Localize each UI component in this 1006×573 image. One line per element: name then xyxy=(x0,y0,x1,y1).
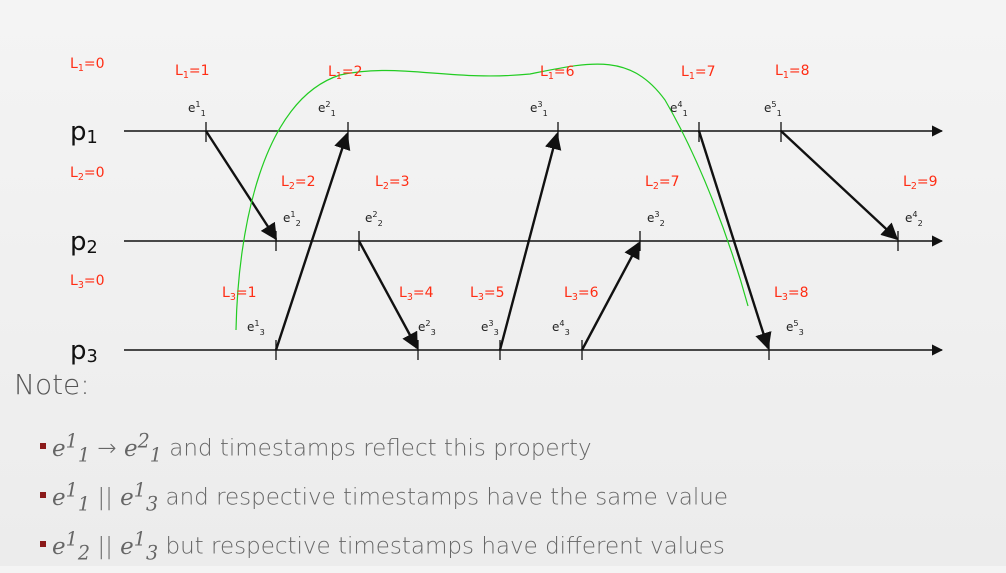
message-e4-3-to-e3-2 xyxy=(580,241,641,351)
clock-label: L1=0 xyxy=(70,56,105,74)
relation-operator: → xyxy=(90,435,124,462)
event-labels: e11 e21 e31 e41 e51 e12 e22 e32 e42 e13 … xyxy=(188,99,923,337)
clock-label: L3=0 xyxy=(70,273,105,291)
note-title: Note: xyxy=(14,368,90,401)
event-label: e23 xyxy=(418,318,436,337)
event-label: e11 xyxy=(188,99,206,118)
clock-label: L1=2 xyxy=(328,64,363,82)
note-bullet: e11 → e21 and timestamps reflect this pr… xyxy=(40,426,728,475)
event-label: e41 xyxy=(670,99,688,118)
bullet-square-icon xyxy=(40,492,46,499)
clock-label: L3=6 xyxy=(564,285,599,303)
bullet-square-icon xyxy=(40,541,46,548)
clock-label: L2=9 xyxy=(903,174,938,192)
message-e5-1-to-e4-2 xyxy=(780,130,899,241)
clock-label: L1=1 xyxy=(175,63,210,81)
note-text: but respective timestamps have different… xyxy=(158,533,725,560)
event-label: e12 xyxy=(283,209,301,228)
message-e2-2-to-e2-3 xyxy=(357,240,419,350)
process-label-p3: p3 xyxy=(70,336,98,367)
event-label: e33 xyxy=(481,318,499,337)
event-label: e43 xyxy=(552,318,570,337)
messages xyxy=(204,130,899,351)
message-e3-3-to-e3-1 xyxy=(498,132,562,351)
clock-label: L3=1 xyxy=(222,285,257,303)
clock-label: L2=2 xyxy=(281,174,316,192)
note-text: and timestamps reflect this property xyxy=(161,435,592,462)
event-ref: e12 xyxy=(52,527,91,565)
event-ref: e13 xyxy=(120,527,159,565)
event-label: e22 xyxy=(365,209,383,228)
event-label: e13 xyxy=(247,318,265,337)
message-e1-3-to-e2-1 xyxy=(274,132,351,351)
clock-label: L1=8 xyxy=(775,63,810,81)
process-labels: p1 p2 p3 xyxy=(70,117,98,367)
clock-labels: L1=0 L1=1 L1=2 L1=6 L1=7 L1=8 L2=0 L2=2 … xyxy=(70,56,938,303)
clock-label: L1=6 xyxy=(540,64,575,82)
frontier-curve xyxy=(235,63,749,331)
clock-label: L2=0 xyxy=(70,165,105,183)
message-e4-1-to-e5-3 xyxy=(697,130,772,350)
note-bullet: e11 || e13 and respective timestamps hav… xyxy=(40,475,728,524)
event-ref: e11 xyxy=(52,429,91,467)
process-label-p2: p2 xyxy=(70,227,98,258)
clock-label: L2=7 xyxy=(645,174,680,192)
process-label-p1: p1 xyxy=(70,117,98,148)
event-ref: e13 xyxy=(120,478,159,516)
relation-operator: || xyxy=(90,484,121,511)
clock-label: L3=4 xyxy=(399,285,434,303)
event-label: e53 xyxy=(786,318,804,337)
event-label: e32 xyxy=(647,209,665,228)
bullet-square-icon xyxy=(40,443,46,450)
note-bullets: e11 → e21 and timestamps reflect this pr… xyxy=(40,426,728,573)
event-label: e42 xyxy=(905,209,923,228)
note-text: and respective timestamps have the same … xyxy=(158,484,728,511)
relation-operator: || xyxy=(90,533,121,560)
event-ref: e11 xyxy=(52,478,91,516)
event-label: e51 xyxy=(764,99,782,118)
clock-label: L3=8 xyxy=(774,285,809,303)
event-label: e31 xyxy=(530,99,548,118)
event-ref: e21 xyxy=(123,429,162,467)
clock-label: L2=3 xyxy=(375,174,410,192)
event-label: e21 xyxy=(318,99,336,118)
message-e1-1-to-e1-2 xyxy=(204,130,278,241)
note-bullet: e12 || e13 but respective timestamps hav… xyxy=(40,524,728,573)
clock-label: L3=5 xyxy=(470,285,505,303)
clock-label: L1=7 xyxy=(681,64,716,82)
